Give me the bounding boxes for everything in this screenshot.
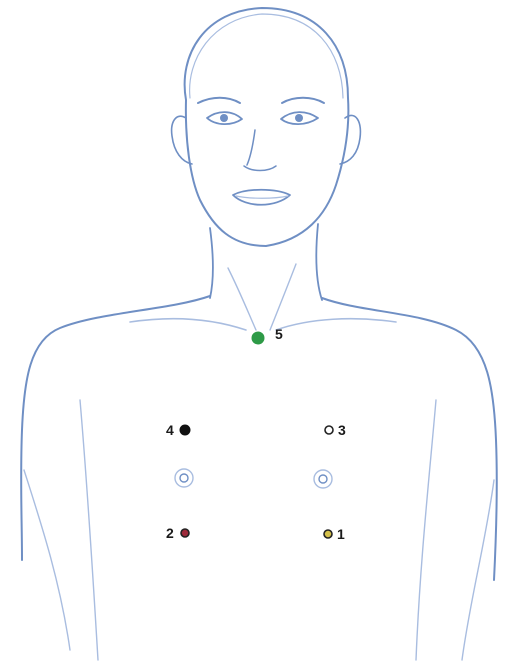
marker-1-label: 1 <box>337 527 345 541</box>
marker-3-label: 3 <box>338 423 346 437</box>
marker-5-label: 5 <box>275 327 283 341</box>
marker-2-label: 2 <box>166 526 174 540</box>
nipple-left-sketch <box>175 469 193 487</box>
marker-1-dot <box>324 530 332 538</box>
head-sketch <box>172 8 361 246</box>
marker-4-label: 4 <box>166 423 174 437</box>
marker-4-dot <box>180 425 190 435</box>
nipple-right-sketch <box>314 470 332 488</box>
marker-3-dot <box>325 426 333 434</box>
neck-sketch <box>210 224 322 330</box>
marker-5-dot <box>252 332 264 344</box>
face-sketch <box>198 98 324 205</box>
marker-2-dot <box>181 529 189 537</box>
torso-sketch <box>21 296 497 660</box>
